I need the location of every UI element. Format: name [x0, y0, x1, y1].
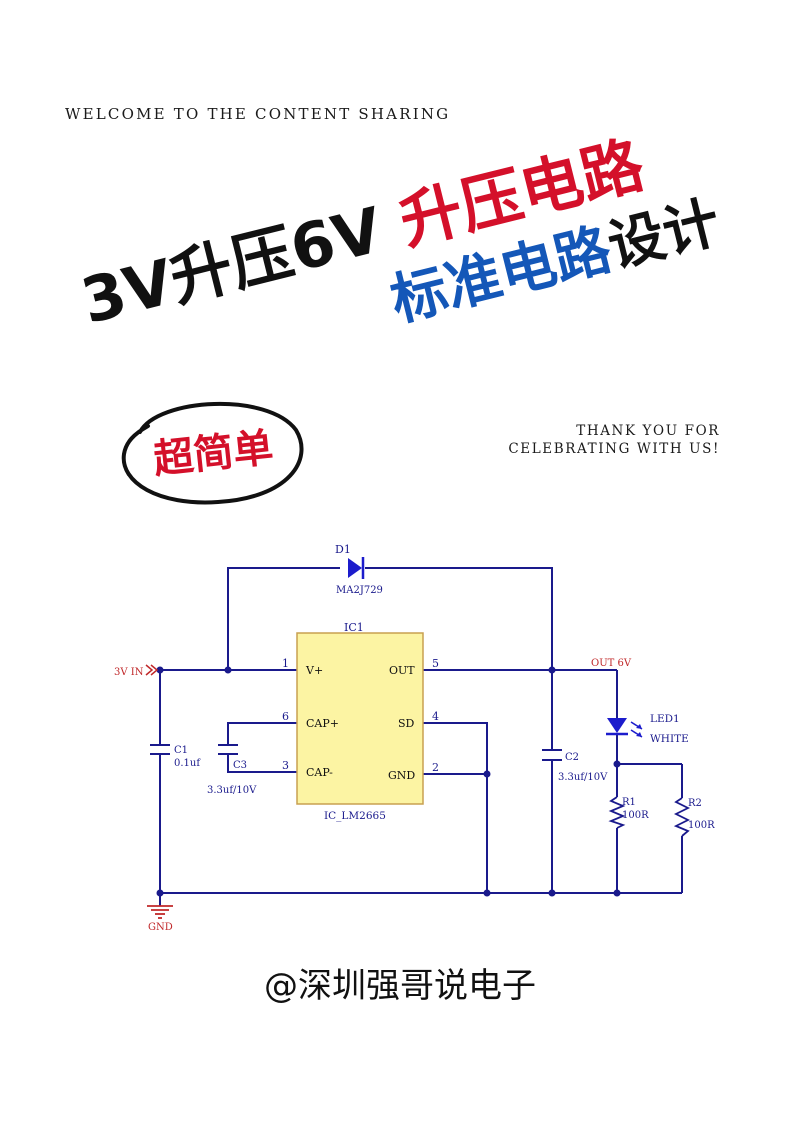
pin-num: 4 — [432, 710, 439, 723]
ic1-part: IC_LM2665 — [324, 810, 386, 822]
pin-name: CAP- — [306, 766, 333, 779]
pin-name: CAP+ — [306, 717, 339, 730]
stamp-badge: 超简单 — [118, 390, 308, 510]
c3-value: 3.3uf/10V — [207, 785, 257, 796]
stamp-circle — [121, 402, 304, 505]
resistor-r2: R2 100R — [673, 797, 715, 837]
stamp-text: 超简单 — [151, 423, 276, 484]
gnd-label: GND — [148, 922, 173, 933]
pin-num: 5 — [432, 657, 439, 670]
pin-name: OUT — [389, 664, 415, 677]
input-label: 3V IN — [114, 667, 144, 678]
output-port: OUT 6V — [591, 658, 632, 669]
thanks-line1: THANK YOU FOR — [576, 423, 720, 439]
junction-dots — [156, 666, 621, 897]
diode-d1: D1 MA2J729 — [335, 543, 383, 596]
d1-ref: D1 — [335, 543, 351, 556]
author-handle: @深圳强哥说电子 — [264, 966, 536, 1006]
circuit-diagram: D1 MA2J729 IC1 IC_LM2665 1 V+ 6 CAP+ 3 C… — [0, 530, 800, 944]
capacitor-c2: C2 3.3uf/10V — [542, 749, 608, 783]
pin-num: 6 — [282, 710, 289, 723]
ic1-chip: IC1 IC_LM2665 1 V+ 6 CAP+ 3 CAP- 5 OUT 4… — [282, 621, 439, 822]
headline: 3V升压6V 升压电路 标准电路设计 — [56, 41, 726, 370]
c1-value: 0.1uf — [174, 758, 201, 769]
thanks-note: THANK YOU FOR CELEBRATING WITH US! — [508, 422, 720, 458]
ic1-ref: IC1 — [344, 621, 364, 634]
output-label: OUT 6V — [591, 658, 632, 669]
r2-value: 100R — [688, 820, 715, 831]
r1-value: 100R — [622, 810, 649, 821]
led-led1: LED1 WHITE — [606, 713, 689, 745]
resistor-r1: R1 100R — [608, 796, 649, 829]
pin-num: 2 — [432, 761, 439, 774]
pin-num: 3 — [282, 759, 289, 772]
capacitor-c1: C1 0.1uf — [150, 744, 201, 769]
welcome-heading: WELCOME TO THE CONTENT SHARING — [65, 105, 451, 123]
capacitor-c3: C3 3.3uf/10V — [207, 744, 257, 796]
thanks-line2: CELEBRATING WITH US! — [508, 441, 720, 457]
headline-black-part: 3V升压6V — [74, 193, 390, 338]
c1-ref: C1 — [174, 745, 188, 756]
pin-name: SD — [398, 717, 415, 730]
pin-num: 1 — [282, 657, 289, 670]
r2-ref: R2 — [688, 798, 702, 809]
ground-symbol: GND — [147, 905, 173, 933]
headline-black-suffix: 设计 — [601, 189, 727, 281]
c3-ref: C3 — [233, 760, 247, 771]
c2-ref: C2 — [565, 752, 579, 763]
pin-name: V+ — [305, 664, 323, 677]
input-port: 3V IN — [114, 664, 159, 678]
led1-ref: LED1 — [650, 713, 680, 725]
d1-part: MA2J729 — [336, 585, 383, 596]
c2-value: 3.3uf/10V — [558, 772, 608, 783]
pin-name: GND — [388, 769, 415, 782]
r1-ref: R1 — [622, 797, 636, 808]
led1-color: WHITE — [650, 733, 689, 745]
